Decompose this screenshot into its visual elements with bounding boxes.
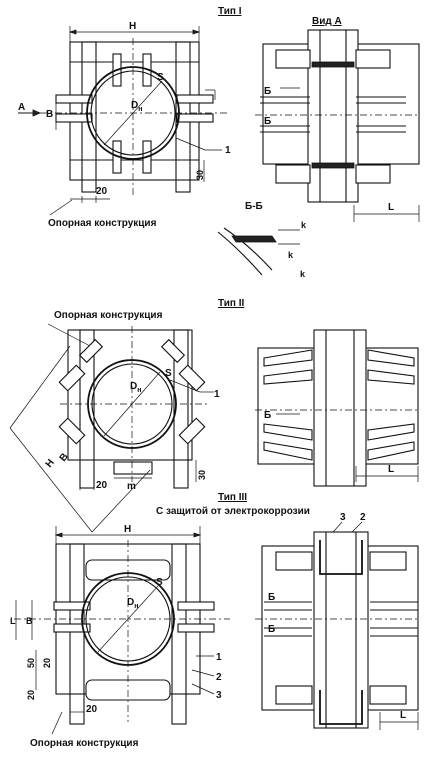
type1-dim-30: 30 (195, 170, 205, 180)
section-bb: Б-Б k k k (217, 201, 307, 279)
type2-dim-m: m (127, 481, 136, 492)
type3-dim-l: L (10, 616, 16, 626)
type2-dim-l: L (388, 464, 394, 475)
type3-side-view: 3 2 Б Б L (255, 512, 420, 730)
type2-section-b: Б (264, 410, 271, 421)
type3-callout-3: 3 (216, 690, 222, 701)
type3-subtitle: С защитой от электрокоррозии (156, 506, 310, 517)
type3-dim-20a: 20 (42, 658, 52, 668)
type1-dn-sub: н (138, 106, 142, 113)
type2-dn-letter: D (130, 381, 137, 392)
type2-dim-30: 30 (197, 470, 207, 480)
type3-callout-top-3: 3 (340, 512, 346, 523)
type1-callout-1: 1 (225, 145, 231, 156)
type2-support-label: Опорная конструкция (54, 310, 163, 321)
type1-view-a: Вид А Б Б L (255, 16, 420, 222)
type2-title: Тип II (218, 298, 244, 309)
type3-dim-b: B (26, 616, 33, 626)
type2-s: S (165, 368, 172, 379)
type3-dn: Dн (127, 597, 138, 610)
type3-callout-1: 1 (216, 652, 222, 663)
type1-dim-20: 20 (96, 186, 108, 197)
type3-callout-top-2: 2 (360, 512, 366, 523)
type3-dn-sub: н (134, 603, 138, 610)
type3-section-b-top: Б (268, 592, 275, 603)
type3-dn-letter: D (127, 597, 134, 608)
type3-s: S (156, 577, 163, 588)
type1-view-title: Вид А (312, 16, 342, 27)
type2-dim-h: H (44, 457, 57, 469)
type1-dn: Dн (131, 100, 142, 113)
type1-support-label: Опорная конструкция (48, 218, 157, 229)
type3-callout-2: 2 (216, 672, 222, 683)
type1-section-b-top: Б (264, 86, 271, 97)
type3-section-b-bottom: Б (268, 624, 275, 635)
section-bb-k1: k (301, 220, 307, 230)
section-bb-k3: k (300, 269, 306, 279)
type1-title: Тип I (218, 6, 242, 17)
type3-dim-l-right: L (400, 710, 406, 721)
type1-plan-view: Тип I H Dн S А B (18, 6, 242, 229)
type2-dim-b: B (58, 451, 71, 463)
type3-support-label: Опорная конструкция (30, 738, 139, 749)
section-bb-k2: k (288, 250, 294, 260)
type3-plan-view: Тип III С защитой от электрокоррозии H D… (10, 492, 310, 749)
type1-arrow-a: А (18, 102, 25, 113)
type3-dim-20c: 20 (86, 704, 98, 715)
type3-dim-20b: 20 (26, 690, 36, 700)
type1-dim-b: B (46, 109, 53, 120)
type2-dim-20: 20 (96, 480, 108, 491)
section-bb-title: Б-Б (245, 201, 263, 212)
type2-callout-1: 1 (214, 389, 220, 400)
type2-dn-sub: н (137, 387, 141, 394)
type1-s: S (157, 72, 164, 83)
type2-dn: Dн (130, 381, 141, 394)
type3-title: Тип III (218, 492, 247, 503)
type2-side-view: Б L (255, 329, 420, 487)
type1-section-b-bottom: Б (264, 116, 271, 127)
type3-dim-h: H (124, 524, 131, 535)
type1-dn-letter: D (131, 100, 138, 111)
type1-dim-l: L (388, 202, 394, 213)
type3-dim-50: 50 (26, 658, 36, 668)
type1-dim-h: H (129, 21, 136, 32)
type2-plan-view: Тип II Опорная конструкция Dн S 1 H B 20 (9, 298, 244, 533)
